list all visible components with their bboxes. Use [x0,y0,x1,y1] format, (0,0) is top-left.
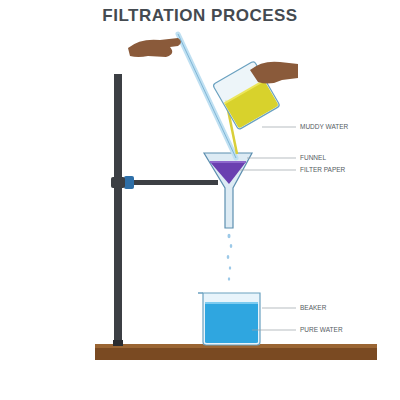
water-drops [227,234,233,281]
left-hand [128,38,181,57]
stand-rod [114,74,122,346]
part-label: MUDDY WATER [300,123,348,130]
right-hand [250,62,298,84]
part-label: FILTER PAPER [300,166,345,173]
water-surface [205,302,258,304]
part-label: FUNNEL [300,154,326,161]
diagram-title: FILTRATION PROCESS [0,6,400,26]
clamp-boss [111,177,125,188]
beaker [203,293,260,345]
part-label: BEAKER [300,304,326,311]
part-label: PURE WATER [300,326,343,333]
pure-water [205,303,258,343]
clamp-knob [124,176,134,189]
filter-paper-edge [210,161,246,163]
stand-base [95,344,377,360]
funnel [204,153,252,228]
rod-foot [113,340,123,346]
leader-lines [240,127,296,330]
beaker-lip [198,292,203,294]
filter-paper [210,162,246,184]
